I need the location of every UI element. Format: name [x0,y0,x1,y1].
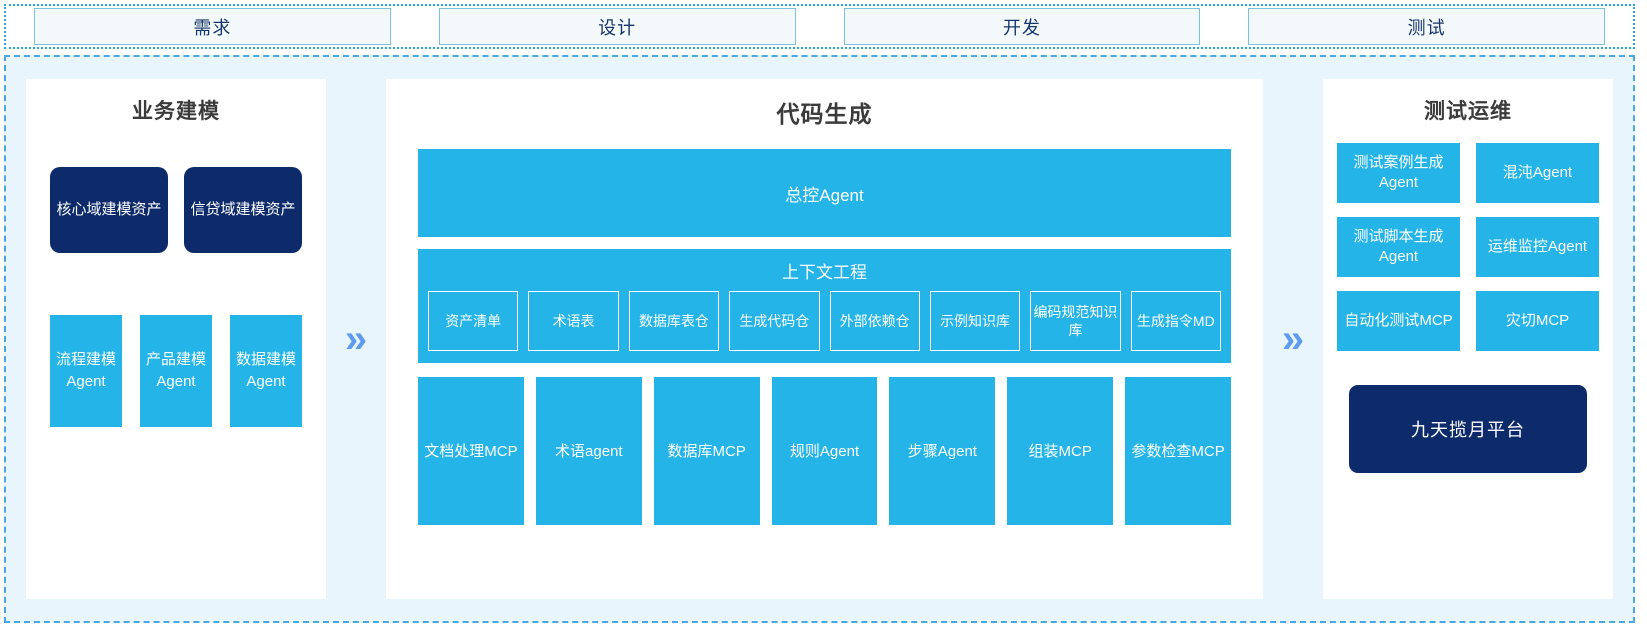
stage-strip: 需求 设计 开发 测试 [4,4,1635,49]
context-item-asset-inventory[interactable]: 资产清单 [428,291,519,351]
code-generation-body: 总控Agent 上下文工程 资产清单 术语表 数据库表仓 生成代码仓 外部依赖仓… [400,129,1249,525]
context-item-glossary[interactable]: 术语表 [528,291,619,351]
stage-box-testing[interactable]: 测试 [1248,8,1605,45]
master-control-agent-banner[interactable]: 总控Agent [418,149,1231,237]
stage-label: 需求 [193,17,232,38]
chevron-right-icon-1: » [326,79,386,599]
context-item-example-knowledge-base[interactable]: 示例知识库 [929,291,1021,351]
card-ops-monitoring-agent[interactable]: 运维监控Agent [1476,217,1599,277]
business-assets-row: 核心域建模资产 信贷域建模资产 [40,167,312,253]
context-item-generation-instruction-md[interactable]: 生成指令MD [1130,291,1221,351]
context-item-db-table-repo[interactable]: 数据库表仓 [628,291,720,351]
tool-card-step-agent[interactable]: 步骤Agent [889,377,996,525]
tool-card-assembly-mcp[interactable]: 组装MCP [1007,377,1114,525]
stage-box-design[interactable]: 设计 [438,8,796,45]
code-generation-tools-row: 文档处理MCP 术语agent 数据库MCP 规则Agent 步骤Agent 组… [418,377,1232,525]
chevron-right-icon-2: » [1263,79,1323,599]
platform-card-jiutian-lanyue[interactable]: 九天揽月平台 [1349,385,1587,473]
stage-box-requirements[interactable]: 需求 [34,8,391,45]
panel-code-generation: 代码生成 总控Agent 上下文工程 资产清单 术语表 数据库表仓 生成代码仓 … [386,79,1263,599]
context-engineering-title: 上下文工程 [782,263,867,282]
panel-title-code-generation: 代码生成 [776,101,873,127]
stage-box-development[interactable]: 开发 [843,8,1201,45]
panel-title-test-ops: 测试运维 [1424,100,1512,123]
card-test-script-generation-agent[interactable]: 测试脚本生成Agent [1337,217,1460,277]
business-agents-row: 流程建模Agent 产品建模Agent 数据建模Agent [40,315,312,427]
context-item-external-dependency-repo[interactable]: 外部依赖仓 [829,291,920,351]
stage-label: 测试 [1407,17,1446,38]
tool-card-document-processing-mcp[interactable]: 文档处理MCP [418,377,524,525]
stage-label: 开发 [1002,17,1041,38]
context-items-row: 资产清单 术语表 数据库表仓 生成代码仓 外部依赖仓 示例知识库 编码规范知识库… [428,291,1221,351]
card-automated-test-mcp[interactable]: 自动化测试MCP [1337,291,1460,351]
agent-card-data-modeling[interactable]: 数据建模Agent [230,315,302,427]
context-engineering-block: 上下文工程 资产清单 术语表 数据库表仓 生成代码仓 外部依赖仓 示例知识库 编… [418,249,1231,363]
context-item-coding-standard-knowledge-base[interactable]: 编码规范知识库 [1030,291,1121,351]
context-item-generated-code-repo[interactable]: 生成代码仓 [729,291,820,351]
panel-title-business-modeling: 业务建模 [132,100,220,123]
asset-card-credit-domain[interactable]: 信贷域建模资产 [184,167,302,253]
stage-label: 设计 [598,17,637,38]
panel-test-ops: 测试运维 测试案例生成Agent 混沌Agent 测试脚本生成Agent 运维监… [1323,79,1613,599]
tool-card-glossary-agent[interactable]: 术语agent [535,377,642,525]
agent-card-process-modeling[interactable]: 流程建模Agent [50,315,122,427]
test-ops-grid: 测试案例生成Agent 混沌Agent 测试脚本生成Agent 运维监控Agen… [1337,143,1599,351]
chevron-glyph: » [344,317,368,361]
card-disaster-switch-mcp[interactable]: 灾切MCP [1476,291,1599,351]
asset-card-core-domain[interactable]: 核心域建模资产 [50,167,168,253]
agent-card-product-modeling[interactable]: 产品建模Agent [140,315,212,427]
architecture-canvas: 业务建模 核心域建模资产 信贷域建模资产 流程建模Agent 产品建模Agent… [4,55,1635,623]
chevron-glyph: » [1281,317,1305,361]
tool-card-rule-agent[interactable]: 规则Agent [771,377,878,525]
card-chaos-agent[interactable]: 混沌Agent [1476,143,1599,203]
tool-card-database-mcp[interactable]: 数据库MCP [653,377,760,525]
tool-card-parameter-check-mcp[interactable]: 参数检查MCP [1125,377,1232,525]
card-test-case-generation-agent[interactable]: 测试案例生成Agent [1337,143,1460,203]
panel-business-modeling: 业务建模 核心域建模资产 信贷域建模资产 流程建模Agent 产品建模Agent… [26,79,326,599]
